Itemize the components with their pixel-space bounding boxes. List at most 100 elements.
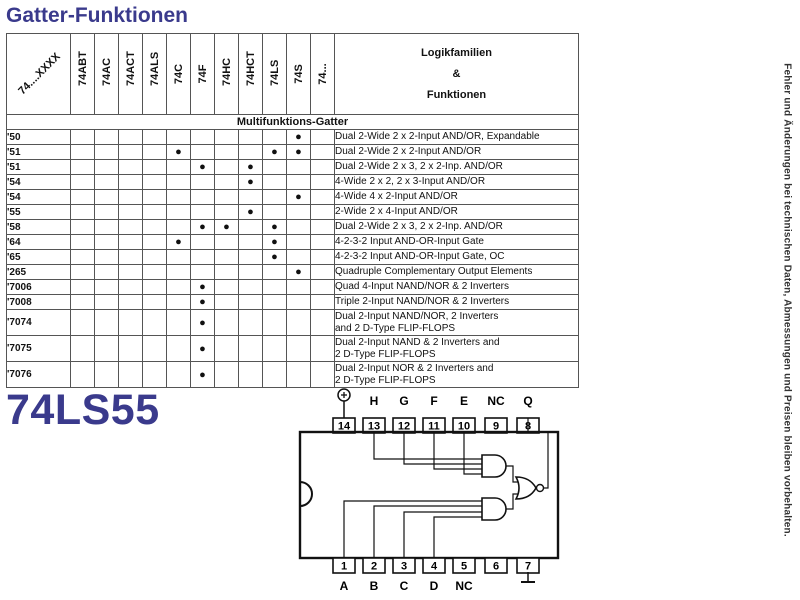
empty-cell xyxy=(286,309,311,336)
header-line-1: Logikfamilien xyxy=(421,46,492,59)
empty-cell xyxy=(310,309,335,336)
empty-cell xyxy=(118,129,143,145)
pin-number: 12 xyxy=(398,421,410,433)
empty-cell xyxy=(118,204,143,220)
pin-number: 13 xyxy=(368,421,380,433)
empty-cell xyxy=(94,204,119,220)
pin-label: F xyxy=(430,394,437,408)
empty-cell xyxy=(118,279,143,295)
availability-dot-icon: ● xyxy=(262,234,287,250)
empty-cell xyxy=(262,309,287,336)
empty-cell xyxy=(166,309,191,336)
description-line: 2 D-Type FLIP-FLOPS xyxy=(335,348,436,360)
description-line: Quad 4-Input NAND/NOR & 2 Inverters xyxy=(335,281,509,292)
type-code: '55 xyxy=(6,204,71,220)
type-code: '58 xyxy=(6,219,71,235)
empty-cell xyxy=(142,335,167,362)
pin-label: D xyxy=(430,579,439,593)
empty-cell xyxy=(70,174,95,190)
empty-cell xyxy=(190,129,215,145)
type-code: '7006 xyxy=(6,279,71,295)
function-description: 4-2-3-2 Input AND-OR-Input Gate xyxy=(334,234,579,250)
pin-label: A xyxy=(340,579,349,593)
empty-cell xyxy=(214,234,239,250)
family-label: 74ABT xyxy=(77,51,89,86)
empty-cell xyxy=(118,144,143,160)
family-header: 74S xyxy=(286,33,311,115)
empty-cell xyxy=(166,174,191,190)
pin-box xyxy=(484,557,508,574)
empty-cell xyxy=(310,335,335,362)
description-line: 4-2-3-2 Input AND-OR-Input Gate xyxy=(335,236,484,247)
availability-dot-icon: ● xyxy=(286,144,311,160)
empty-cell xyxy=(190,204,215,220)
table-row: '55●2-Wide 2 x 4-Input AND/OR xyxy=(6,204,579,220)
availability-dot-icon: ● xyxy=(190,159,215,175)
empty-cell xyxy=(238,294,263,310)
family-header: 74HCT xyxy=(238,33,263,115)
description-line: 2-Wide 2 x 4-Input AND/OR xyxy=(335,206,458,217)
availability-dot-icon: ● xyxy=(166,144,191,160)
table-row: '7075●Dual 2-Input NAND & 2 Inverters an… xyxy=(6,335,579,362)
empty-cell xyxy=(310,129,335,145)
empty-cell xyxy=(238,361,263,388)
pin-box xyxy=(392,557,416,574)
empty-cell xyxy=(118,294,143,310)
availability-dot-icon: ● xyxy=(190,279,215,295)
empty-cell xyxy=(142,189,167,205)
empty-cell xyxy=(214,189,239,205)
empty-cell xyxy=(286,219,311,235)
empty-cell xyxy=(190,174,215,190)
empty-cell xyxy=(238,264,263,280)
empty-cell xyxy=(142,234,167,250)
description-line: Dual 2-Input NAND/NOR, 2 Inverters xyxy=(335,310,499,322)
page-title: Gatter-Funktionen xyxy=(6,4,188,27)
type-code: '7076 xyxy=(6,361,71,388)
disclaimer-note: Fehler und Änderungen bei technischen Da… xyxy=(781,63,793,537)
availability-dot-icon: ● xyxy=(286,264,311,280)
empty-cell xyxy=(166,129,191,145)
empty-cell xyxy=(310,279,335,295)
empty-cell xyxy=(70,234,95,250)
table-row: '64●●4-2-3-2 Input AND-OR-Input Gate xyxy=(6,234,579,250)
type-code: '54 xyxy=(6,189,71,205)
empty-cell xyxy=(166,264,191,280)
section-title: Multifunktions-Gatter xyxy=(6,114,579,130)
description-line: 4-Wide 4 x 2-Input AND/OR xyxy=(335,191,458,202)
empty-cell xyxy=(286,361,311,388)
family-label: 74... xyxy=(317,63,329,85)
pin-label: H xyxy=(370,394,379,408)
empty-cell xyxy=(142,129,167,145)
empty-cell xyxy=(118,335,143,362)
availability-dot-icon: ● xyxy=(166,234,191,250)
function-description: Dual 2-Wide 2 x 3, 2 x 2-Inp. AND/OR xyxy=(334,219,579,235)
empty-cell xyxy=(70,144,95,160)
type-code: '65 xyxy=(6,249,71,265)
empty-cell xyxy=(238,219,263,235)
empty-cell xyxy=(214,264,239,280)
corner-header: 74....XXXX xyxy=(6,33,71,115)
function-description: 4-Wide 2 x 2, 2 x 3-Input AND/OR xyxy=(334,174,579,190)
empty-cell xyxy=(94,234,119,250)
description-line: 4-Wide 2 x 2, 2 x 3-Input AND/OR xyxy=(335,176,486,187)
empty-cell xyxy=(262,129,287,145)
empty-cell xyxy=(142,249,167,265)
empty-cell xyxy=(286,159,311,175)
empty-cell xyxy=(70,294,95,310)
description-line: and 2 D-Type FLIP-FLOPS xyxy=(335,322,456,334)
empty-cell xyxy=(142,294,167,310)
corner-label: 74....XXXX xyxy=(16,50,63,98)
empty-cell xyxy=(262,294,287,310)
availability-dot-icon: ● xyxy=(262,144,287,160)
and-gate-lower xyxy=(481,497,507,521)
empty-cell xyxy=(310,204,335,220)
empty-cell xyxy=(94,264,119,280)
empty-cell xyxy=(262,204,287,220)
empty-cell xyxy=(310,294,335,310)
empty-cell xyxy=(70,249,95,265)
empty-cell xyxy=(118,174,143,190)
pin-label: Q xyxy=(523,394,532,408)
pin-label: B xyxy=(370,579,379,593)
